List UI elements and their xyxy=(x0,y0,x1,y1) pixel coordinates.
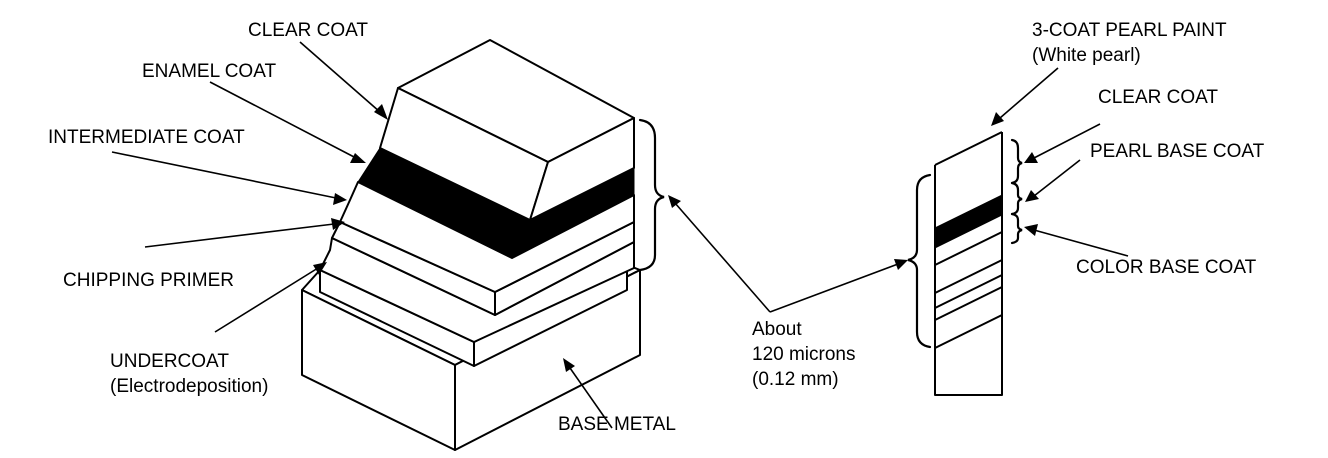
label-intermediate-coat: INTERMEDIATE COAT xyxy=(48,127,245,148)
label-pearl-base-coat: PEARL BASE COAT xyxy=(1090,141,1265,162)
label-pearl-paint-sub: (White pearl) xyxy=(1032,45,1141,66)
label-thickness-mm: (0.12 mm) xyxy=(752,369,839,390)
label-base-metal: BASE METAL xyxy=(558,414,676,435)
label-pearl-paint-title: 3-COAT PEARL PAINT xyxy=(1032,20,1227,41)
label-color-base-coat: COLOR BASE COAT xyxy=(1076,257,1257,278)
label-thickness-microns: 120 microns xyxy=(752,344,856,365)
thickness-brace-right xyxy=(907,173,932,349)
color-base-coat-brace xyxy=(1010,212,1023,245)
pearl-cross-section xyxy=(934,131,1003,396)
label-clear-coat: CLEAR COAT xyxy=(248,20,368,41)
clear-coat-brace xyxy=(1010,138,1023,185)
thickness-brace-left xyxy=(638,118,665,272)
color-base-coat-band xyxy=(934,194,1003,249)
pearl-base-coat-brace xyxy=(1010,181,1023,216)
chipping-primer-layer xyxy=(319,221,635,343)
leader-lines xyxy=(111,41,1129,429)
layer-block-left xyxy=(301,39,641,451)
clear-coat-block xyxy=(379,39,635,221)
label-chipping-primer: CHIPPING PRIMER xyxy=(63,270,234,291)
label-undercoat: UNDERCOAT xyxy=(110,351,229,372)
label-enamel-coat: ENAMEL COAT xyxy=(142,61,276,82)
label-undercoat-sub: (Electrodeposition) xyxy=(110,376,268,397)
label-pearl-clear-coat: CLEAR COAT xyxy=(1098,87,1218,108)
label-thickness-about: About xyxy=(752,319,802,340)
